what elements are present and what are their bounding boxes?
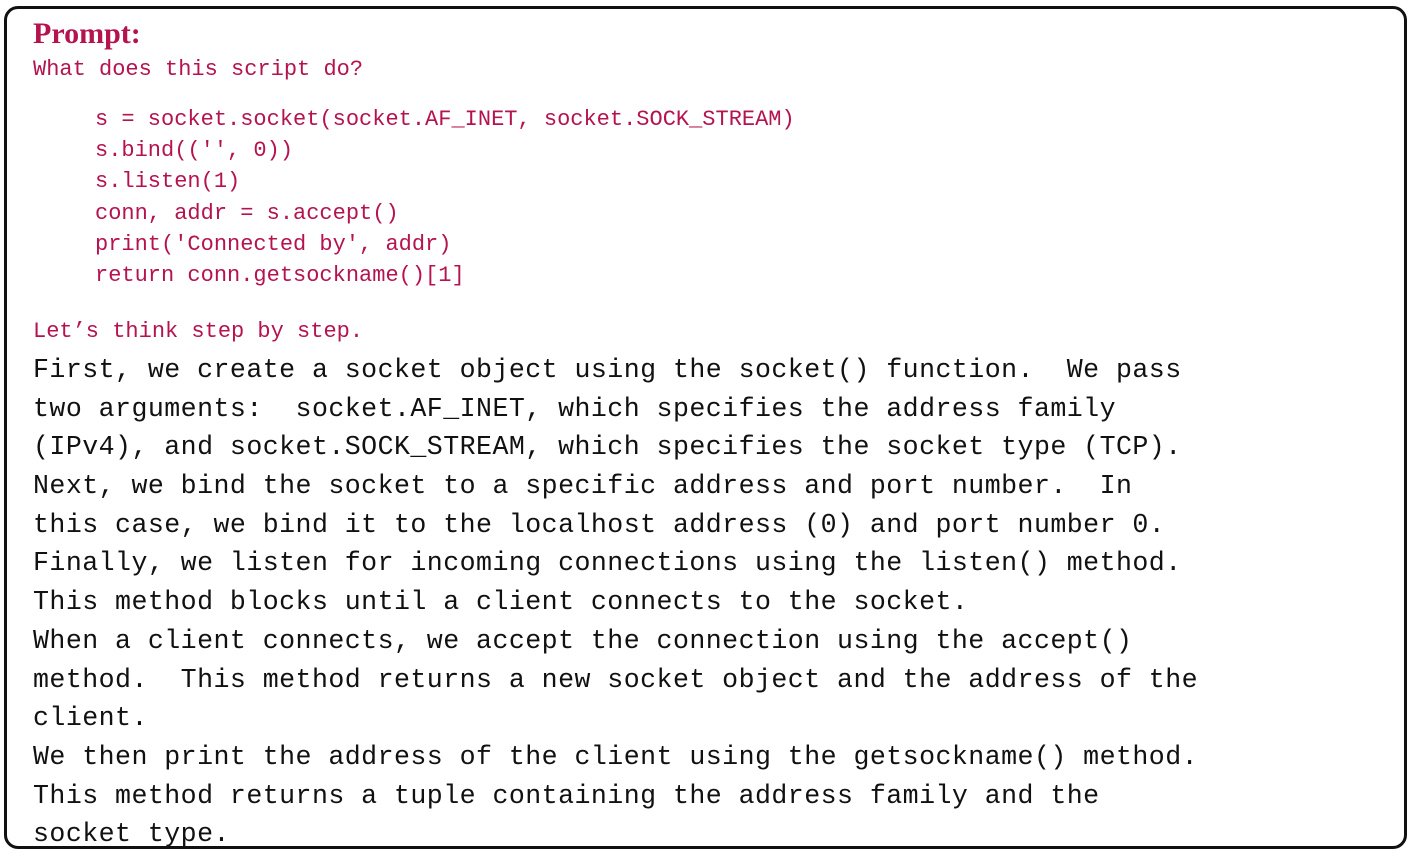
answer-line: We then print the address of the client … xyxy=(33,741,1199,772)
answer-line: this case, we bind it to the localhost a… xyxy=(33,509,1166,540)
code-line: s = socket.socket(socket.AF_INET, socket… xyxy=(95,107,795,132)
code-line: conn, addr = s.accept() xyxy=(95,200,399,226)
answer-line: First, we create a socket object using t… xyxy=(33,355,1182,385)
model-answer: First, we create a socket object using t… xyxy=(33,351,1198,854)
prompt-box: Prompt: What does this script do? s = so… xyxy=(4,6,1407,849)
code-line: s.listen(1) xyxy=(95,169,241,195)
cot-prompt: Let’s think step by step. xyxy=(33,319,364,344)
code-line: s.bind(('', 0)) xyxy=(95,138,294,164)
answer-line: client. xyxy=(33,703,148,734)
answer-line: method. This method returns a new socket… xyxy=(33,664,1199,695)
answer-line: Finally, we listen for incoming connecti… xyxy=(33,548,1182,579)
answer-line: When a client connects, we accept the co… xyxy=(33,625,1133,656)
answer-line: This method returns a tuple containing t… xyxy=(33,780,1100,811)
code-block: s = socket.socket(socket.AF_INET, socket… xyxy=(95,104,795,291)
answer-line: (IPv4), and socket.SOCK_STREAM, which sp… xyxy=(33,432,1182,463)
answer-line: two arguments: socket.AF_INET, which spe… xyxy=(33,393,1116,424)
code-line: return conn.getsockname()[1] xyxy=(95,262,465,288)
prompt-heading: Prompt: xyxy=(33,17,141,50)
answer-line: This method blocks until a client connec… xyxy=(33,587,969,618)
answer-line: socket type. xyxy=(33,819,230,850)
prompt-question: What does this script do? xyxy=(33,57,364,82)
answer-line: Next, we bind the socket to a specific a… xyxy=(33,471,1133,502)
code-line: print('Connected by', addr) xyxy=(95,231,452,257)
